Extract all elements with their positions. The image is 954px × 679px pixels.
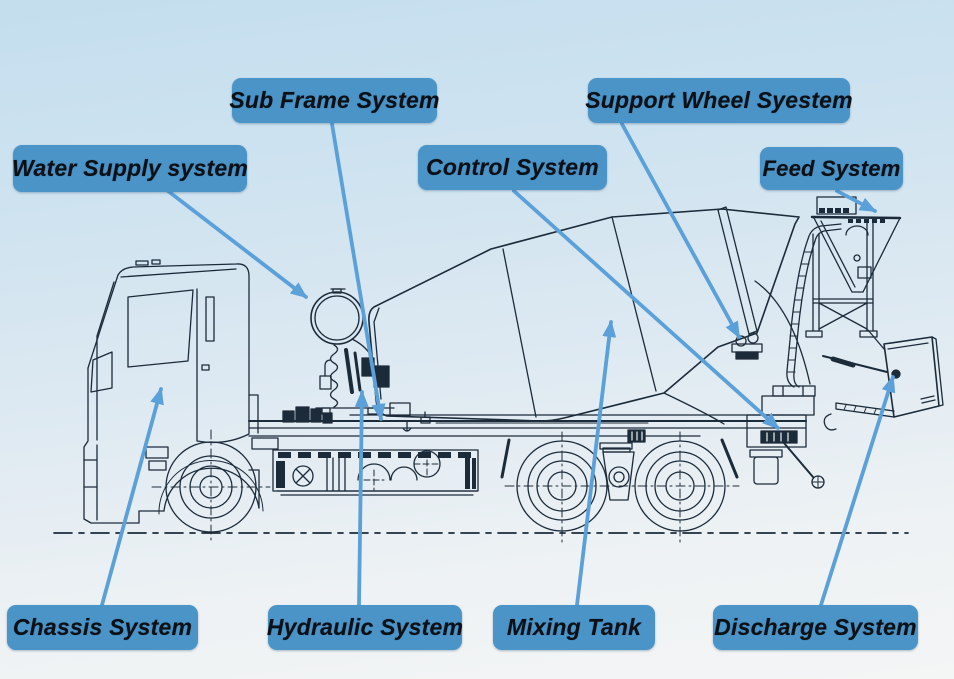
rear-wheels <box>500 429 740 546</box>
arrow-mixing-tank <box>575 320 617 607</box>
mixer-drum <box>368 206 811 425</box>
label-sub-frame-system: Sub Frame System <box>229 78 439 123</box>
truck-cab <box>83 259 264 524</box>
arrow-sub-frame <box>330 122 386 421</box>
arrow-feed <box>835 189 877 213</box>
label-discharge-system: Discharge System <box>713 605 918 650</box>
arrow-support-wheel <box>620 122 741 339</box>
front-wheel <box>151 429 271 545</box>
label-hydraulic-system: Hydraulic System <box>267 605 463 650</box>
water-tank <box>310 288 395 415</box>
label-control-system: Control System <box>418 145 607 190</box>
label-mixing-tank: Mixing Tank <box>493 605 655 650</box>
arrow-control <box>512 189 780 430</box>
label-chassis-system: Chassis System <box>7 605 198 650</box>
arrow-hydraulic <box>354 390 369 607</box>
feed-hopper-pedestal <box>761 196 902 416</box>
label-feed-system: Feed System <box>760 147 903 190</box>
arrow-discharge <box>819 375 896 607</box>
arrow-water-supply <box>166 189 308 299</box>
arrow-chassis <box>100 387 164 607</box>
label-water-supply-system: Water Supply system <box>12 145 248 192</box>
discharge-chute <box>822 336 944 431</box>
label-support-wheel-system: Support Wheel Syestem <box>585 78 853 123</box>
